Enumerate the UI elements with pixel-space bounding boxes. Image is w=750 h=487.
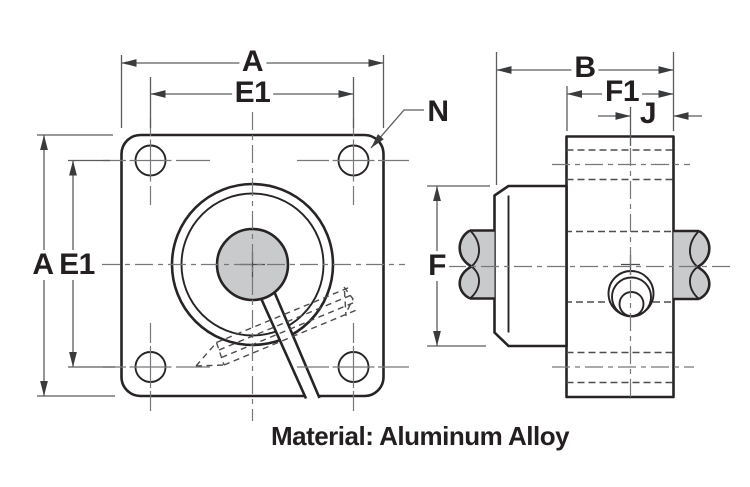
dim-label-depth-b: B [571, 53, 599, 83]
front-view [37, 55, 424, 421]
dim-label-bolt-spacing-e1-top: E1 [231, 78, 274, 108]
material-note: Material: Aluminum Alloy [270, 421, 570, 451]
dim-label-width-a: A [238, 47, 267, 77]
side-shaft-stubs [458, 229, 711, 301]
side-view [427, 52, 732, 401]
dim-label-bolt-spacing-e1-left: E1 [56, 250, 98, 280]
callout-label-hole-n: N [427, 95, 449, 128]
dim-label-height-a: A [29, 250, 57, 280]
front-centerlines [102, 112, 405, 421]
side-centerlines [448, 148, 732, 401]
hex-key-ghost [195, 286, 357, 367]
dim-label-boss-diameter-f: F [425, 251, 449, 281]
front-hole-centerlines [103, 118, 409, 411]
front-clamp-slit [258, 289, 321, 400]
hole-callout-leader [370, 109, 424, 149]
dim-label-screw-offset-j: J [639, 97, 657, 130]
dim-label-body-depth-f1: F1 [601, 77, 643, 107]
